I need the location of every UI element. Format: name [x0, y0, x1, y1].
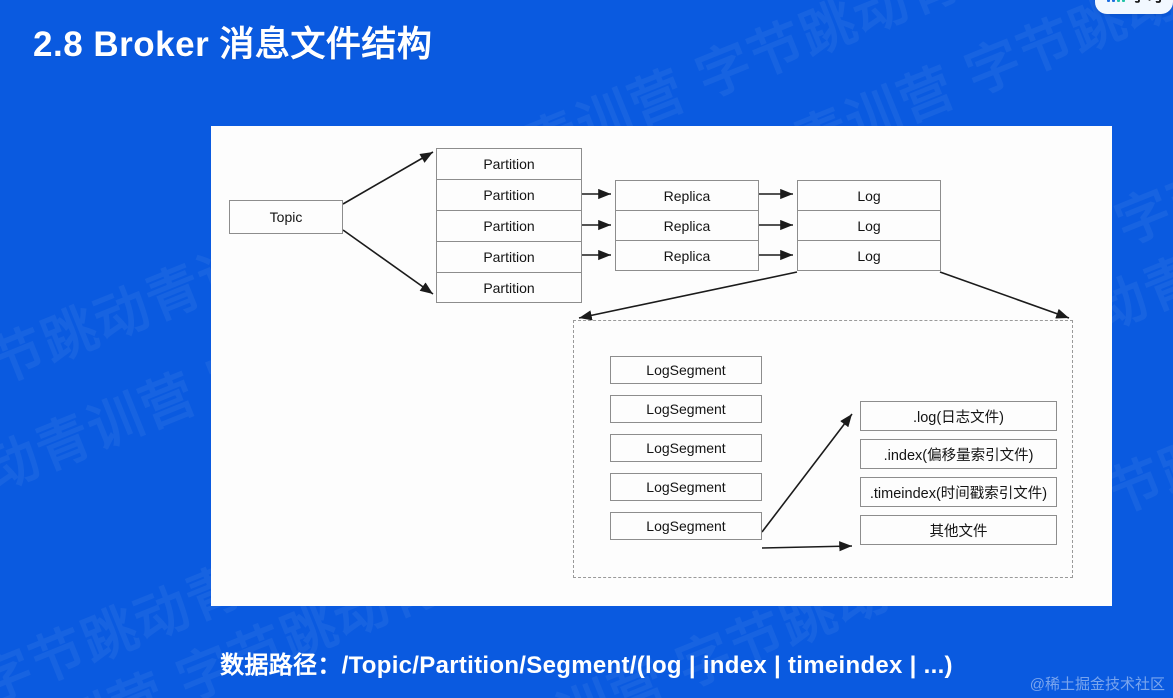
log-segment-group — [573, 320, 1073, 578]
node-label: Partition — [483, 156, 535, 172]
node-label: Replica — [663, 247, 711, 264]
node-partition[interactable]: Partition — [436, 148, 582, 179]
corner-badge-label: 学习 — [1131, 0, 1163, 6]
node-label: Partition — [483, 279, 535, 296]
node-replica[interactable]: Replica — [615, 240, 759, 271]
node-partition[interactable]: Partition — [436, 241, 582, 272]
node-label: .log(日志文件) — [912, 409, 1005, 426]
node-log-segment[interactable]: LogSegment — [610, 356, 762, 384]
node-replica[interactable]: Replica — [615, 180, 759, 210]
bar-chart-icon — [1106, 0, 1125, 2]
node-label: Replica — [663, 187, 711, 204]
node-partition[interactable]: Partition — [436, 179, 582, 210]
node-label: LogSegment — [646, 479, 726, 495]
node-label: Partition — [483, 249, 535, 265]
diagram-connectors — [342, 151, 1070, 552]
data-path-caption: 数据路径：/Topic/Partition/Segment/(log | ind… — [220, 652, 953, 679]
node-label: .timeindex(时间戳索引文件) — [869, 485, 1048, 502]
node-label: Log — [857, 247, 881, 264]
node-label: Log — [857, 217, 881, 234]
node-label: .index(偏移量索引文件) — [883, 447, 1034, 464]
node-label: Partition — [483, 218, 535, 234]
node-log[interactable]: Log — [797, 210, 941, 240]
page-title: 2.8 Broker 消息文件结构 — [33, 25, 433, 64]
node-replica[interactable]: Replica — [615, 210, 759, 240]
node-label: LogSegment — [646, 401, 726, 417]
node-timeindex-file[interactable]: .timeindex(时间戳索引文件) — [860, 477, 1057, 507]
node-label: LogSegment — [646, 518, 726, 534]
node-log-segment[interactable]: LogSegment — [610, 395, 762, 423]
node-log[interactable]: Log — [797, 240, 941, 271]
node-partition[interactable]: Partition — [436, 272, 582, 303]
node-log-segment[interactable]: LogSegment — [610, 434, 762, 462]
node-log-segment[interactable]: LogSegment — [610, 512, 762, 540]
corner-badge[interactable]: 学习 — [1094, 0, 1173, 14]
node-label: Partition — [483, 187, 535, 203]
node-label: Topic — [269, 209, 303, 225]
node-topic[interactable]: Topic — [229, 200, 343, 234]
node-label: 其他文件 — [929, 523, 988, 540]
node-log[interactable]: Log — [797, 180, 941, 210]
node-label: LogSegment — [646, 362, 726, 378]
corner-watermark: @稀土掘金技术社区 — [1029, 676, 1165, 693]
diagram-panel: Topic Partition Partition Partition Part… — [211, 126, 1112, 606]
node-log-file[interactable]: .log(日志文件) — [860, 401, 1057, 431]
node-label: LogSegment — [646, 440, 726, 456]
node-log-segment[interactable]: LogSegment — [610, 473, 762, 501]
node-partition[interactable]: Partition — [436, 210, 582, 241]
node-index-file[interactable]: .index(偏移量索引文件) — [860, 439, 1057, 469]
node-label: Replica — [663, 217, 711, 234]
node-label: Log — [857, 187, 881, 204]
node-other-file[interactable]: 其他文件 — [860, 515, 1057, 545]
